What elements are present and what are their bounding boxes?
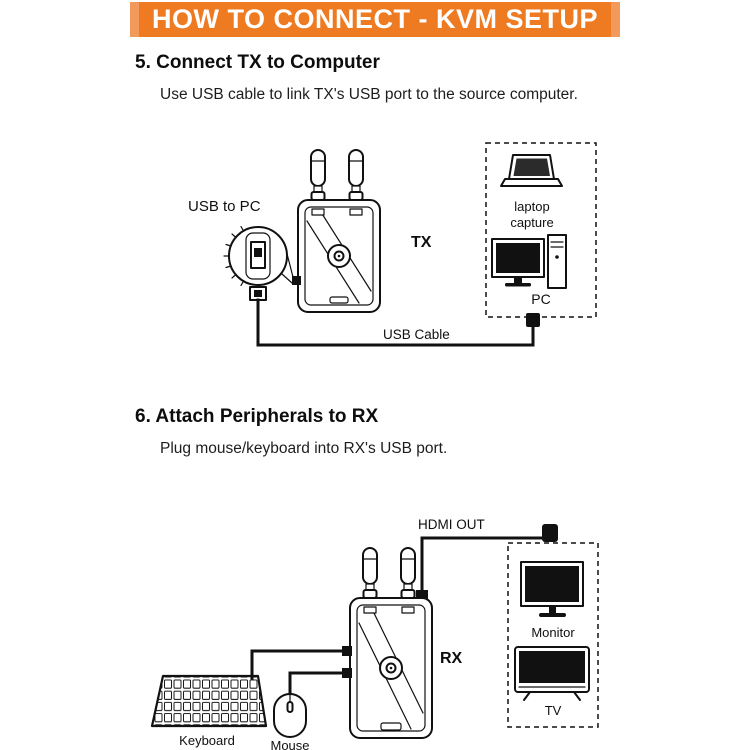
monitor-icon bbox=[520, 561, 584, 617]
rx-usb-port bbox=[342, 646, 352, 656]
desktop-pc-icon bbox=[491, 234, 567, 289]
step6-heading: 6. Attach Peripherals to RX bbox=[135, 406, 379, 427]
mouse-label: Mouse bbox=[270, 738, 310, 750]
laptop-icon bbox=[500, 154, 563, 187]
monitor-label: Monitor bbox=[531, 625, 575, 640]
tv-label: TV bbox=[544, 703, 562, 718]
usb-cable-label: USB Cable bbox=[383, 327, 450, 342]
hdmi-cable-line bbox=[420, 536, 544, 596]
usb-to-pc-label: USB to PC bbox=[188, 198, 261, 215]
tx-usb-port bbox=[292, 276, 301, 285]
keyboard-label: Keyboard bbox=[179, 733, 235, 748]
antenna-icon bbox=[310, 149, 326, 201]
capture-devices-dashed-box bbox=[485, 142, 597, 318]
rx-usb-port bbox=[342, 668, 352, 678]
laptop-capture-label: laptop capture bbox=[510, 199, 554, 231]
antenna-icon bbox=[348, 149, 364, 201]
step5-heading: 5. Connect TX to Computer bbox=[135, 52, 380, 73]
mouse-icon bbox=[273, 693, 307, 738]
antenna-icon bbox=[362, 547, 378, 599]
tv-icon bbox=[514, 646, 590, 701]
usb-cable-line bbox=[256, 298, 535, 347]
usb-plug-icon bbox=[249, 286, 267, 301]
antenna-icon bbox=[400, 547, 416, 599]
keyboard-cable-line bbox=[250, 649, 344, 680]
hdmi-out-label: HDMI OUT bbox=[418, 517, 485, 532]
usb-cable-connector bbox=[526, 313, 540, 327]
step5-description: Use USB cable to link TX's USB port to t… bbox=[160, 86, 578, 103]
tx-label: TX bbox=[411, 234, 432, 251]
step6-description: Plug mouse/keyboard into RX's USB port. bbox=[160, 440, 448, 457]
hdmi-plug-icon bbox=[542, 524, 558, 542]
keyboard-icon bbox=[150, 674, 268, 728]
usb-magnifier-icon bbox=[223, 225, 294, 287]
page-title: HOW TO CONNECT - KVM SETUP bbox=[130, 2, 620, 37]
tx-device-icon bbox=[292, 149, 381, 313]
output-devices-dashed-box bbox=[507, 542, 599, 728]
rx-label: RX bbox=[440, 650, 463, 667]
rx-device-icon bbox=[342, 547, 433, 739]
mouse-cable-line bbox=[288, 671, 344, 696]
pc-label: PC bbox=[531, 291, 551, 307]
